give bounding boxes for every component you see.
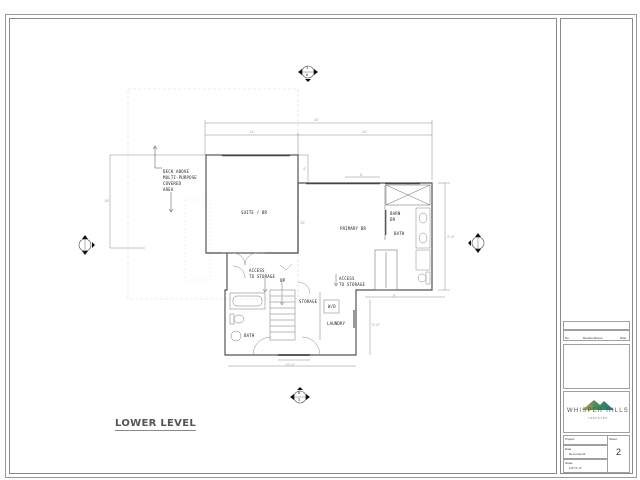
suite-walls <box>205 154 299 254</box>
dim-window: 6' <box>360 172 363 177</box>
note-access-left-2: TO STORAGE <box>249 274 276 279</box>
title-block: No. Revision/Issue Date WHISPER HILLS TR… <box>560 18 633 474</box>
room-suite-br: SUITE / BR <box>241 210 268 215</box>
rev-no-header: No. <box>565 336 570 340</box>
rev-date-header: Date <box>620 336 627 340</box>
lower-walls <box>206 252 365 356</box>
vanity <box>415 207 431 285</box>
logo-subtitle: TREHAVEN <box>588 417 608 420</box>
stair-up: UP <box>280 278 286 283</box>
logo-name: WHISPER HILLS <box>567 408 629 414</box>
section-marker-left <box>78 235 95 255</box>
bathtub <box>229 292 266 310</box>
note-deck-3: COVERED <box>163 181 182 186</box>
drawing-area-border <box>9 18 557 474</box>
dim-deck-height: 18' <box>104 198 110 203</box>
dim-primary-width: 20' <box>362 129 368 134</box>
laundry <box>319 292 355 340</box>
notes-box <box>563 344 630 389</box>
revision-table <box>563 321 630 341</box>
access-arrows <box>262 274 339 293</box>
note-access-right-1: ACCESS <box>339 276 355 281</box>
marker-bottom-sheet: 3 <box>298 398 301 402</box>
mountain-logo-icon <box>582 400 614 410</box>
primary-closet <box>374 249 398 291</box>
marker-bottom-number: B <box>298 391 301 395</box>
date-label: Date <box>565 447 572 451</box>
primary-walls <box>297 182 433 291</box>
note-access-right-2: TO STORAGE <box>339 282 366 287</box>
dim-bath-offset: 5' <box>393 293 396 298</box>
sheet-outer-border <box>5 14 637 478</box>
stairs <box>269 278 296 341</box>
deck-arrows <box>152 145 174 213</box>
section-marker-right <box>468 233 485 253</box>
room-laundry: LAUNDRY <box>327 321 346 326</box>
room-barn-dr-1: BARN <box>390 211 401 216</box>
dim-suite-height: 15' <box>300 220 306 225</box>
dim-overall: 34' <box>314 117 320 122</box>
note-deck-2: MULTI-PURPOSE <box>163 175 197 180</box>
room-lower-bath: BATH <box>244 333 255 338</box>
project-label: Project <box>565 437 575 441</box>
room-barn-dr-2: DR <box>390 217 396 222</box>
room-primary-br: PRIMARY BR <box>340 226 367 231</box>
room-primary-bath: BATH <box>394 231 405 236</box>
shower <box>385 184 431 206</box>
dim-stair-width: 15'-6" <box>285 362 296 367</box>
marker-top-sheet: A <box>306 73 309 77</box>
lower-dimensions <box>228 300 371 367</box>
right-dimension <box>365 182 450 298</box>
dim-suite-width: 14' <box>249 129 255 134</box>
room-storage: STORAGE <box>299 299 318 304</box>
note-deck-4: AREA <box>163 187 174 192</box>
marker-top-number: 3 <box>306 66 309 70</box>
lower-door-arcs <box>252 263 321 356</box>
note-access-left-1: ACCESS <box>249 268 265 273</box>
room-wd: W/D <box>328 304 336 309</box>
sheet-number: 2 <box>616 447 622 457</box>
deck-above-outline <box>127 88 299 300</box>
section-marker-top <box>298 65 318 82</box>
note-deck-1: DECK ABOVE <box>163 169 190 174</box>
level-title: LOWER LEVEL <box>115 418 197 431</box>
deck-dimension <box>109 154 205 249</box>
scale-label: Scale <box>565 461 573 465</box>
rev-issue-header: Revision/Issue <box>583 336 603 340</box>
dim-stair-height: 9'-6" <box>372 322 380 327</box>
dim-primary-height: 9'-6" <box>447 234 455 239</box>
section-marker-bottom <box>290 387 310 404</box>
sheet-label: Sheet <box>609 437 617 441</box>
toilet-lower <box>229 313 245 342</box>
logo-box <box>563 391 630 433</box>
dim-offset-top: 4' <box>303 166 306 171</box>
scale-value: 1/4"=1'-0" <box>569 466 582 470</box>
top-dimensions <box>204 120 433 182</box>
date-value: Dec-ume-21 <box>569 452 586 456</box>
suite-french-doors <box>232 252 258 279</box>
